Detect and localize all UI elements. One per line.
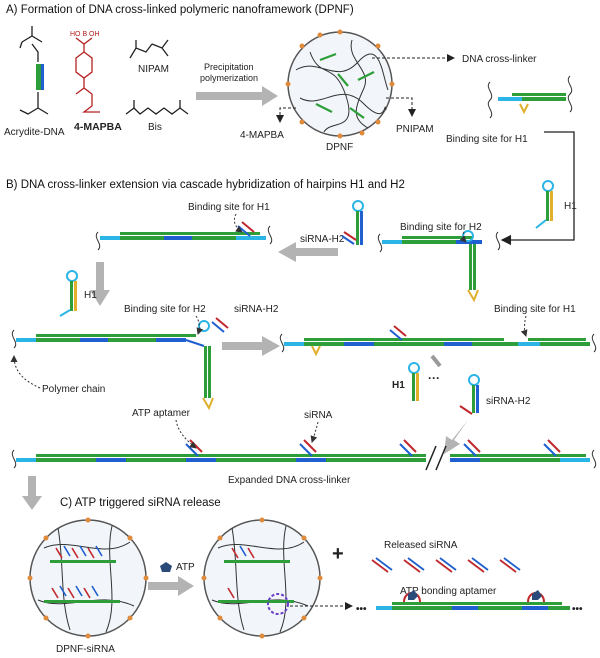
sirna-h2-lower-label: siRNA-H2 [486,396,531,407]
sirna-h2-top-label: siRNA-H2 [300,234,345,245]
reaction-arrow-b4 [444,420,468,454]
sirna-h2-hairpin-top [341,200,364,245]
atp-aptamer-pointer [175,419,197,449]
ellipsis-lower: ··· [428,371,440,385]
dpnf-particle [285,29,395,139]
process-label-line1: Precipitation [204,62,254,72]
dpnf-label: DPNF [326,142,353,153]
bis-label: Bis [148,122,162,133]
reaction-arrow-b-down [90,262,110,306]
expanded-crosslinker-label: Expanded DNA cross-linker [228,475,351,486]
released-particle [201,517,323,639]
polymer-chain-pointer [10,355,41,389]
atp-label: ATP [176,562,195,573]
strand-row2-right [279,325,597,357]
mapba-pointer-label: 4-MAPBA [240,130,284,141]
svg-text:•••: ••• [356,604,367,615]
reaction-arrow-b3 [430,354,442,368]
sirna-h2-hairpin-lower [459,374,480,415]
reaction-arrow-b1 [278,242,338,262]
nipam-structure [129,39,169,59]
atp-bound-strand: ••• ••• [356,590,583,615]
process-label-line2: polymerization [200,73,258,83]
svg-text:•••: ••• [572,604,583,615]
binding-h1-label-a: Binding site for H1 [446,134,528,145]
polymer-chain-label: Polymer chain [42,384,105,395]
mapba-pointer [276,107,296,123]
released-sirna-label: Released siRNA [384,540,458,551]
dna-crosslinker-label: DNA cross-linker [462,54,537,65]
expanded-crosslinker-strand [11,439,597,471]
nipam-label: NIPAM [138,64,169,75]
h1-lower-label: H1 [392,380,405,391]
strand-row1-left [95,221,273,251]
sirna-h2-mid-label: siRNA-H2 [234,304,279,315]
acrydite-dna-strand [36,64,41,90]
plus-sign: + [332,543,344,565]
section-c-title: C) ATP triggered siRNA release [60,497,221,509]
atp-aptamer-label: ATP aptamer [132,408,191,419]
strand-row1-right [377,230,501,303]
pnipam-label: PNIPAM [396,124,434,135]
released-sirna-set [371,557,521,573]
section-b-title: B) DNA cross-linker extension via cascad… [6,179,405,191]
reaction-arrow-b2 [222,336,280,356]
dpnf-sirna-label: DPNF-siRNA [56,644,115,655]
mapba-b-oh: HO B OH [70,31,100,38]
binding-h1-mid-pointer [520,315,528,337]
acrydite-dna-label: Acrydite-DNA [4,127,65,138]
section-a-title: A) Formation of DNA cross-linked polymer… [6,4,354,16]
h1-label-right: H1 [564,201,577,212]
binding-h2-top-label: Binding site for H2 [400,222,482,233]
acrydite-dna-structure [19,26,49,115]
reaction-arrow-b-to-c [22,476,42,510]
h1-hairpin-left [59,270,78,317]
h1-left-label: H1 [84,290,97,301]
strand-row2-left [11,317,229,411]
dpnf-sirna-particle [27,517,149,639]
binding-h1-top-label: Binding site for H1 [188,202,270,213]
binding-h2-mid-label: Binding site for H2 [124,304,206,315]
bis-structure [125,100,189,115]
mapba-structure [75,37,100,113]
acrydite-dna-strand-blue [41,64,44,90]
atp-molecule-icon [160,562,172,572]
binding-h2-mid-pointer [195,315,204,335]
binding-h1-top-pointer [233,213,243,233]
pnipam-pointer [386,97,416,117]
h1-hairpin-lower [408,362,420,401]
section-a-to-b-arrow [500,131,575,246]
h1-hairpin-right [535,180,554,229]
atp-bonding-aptamer-label: ATP bonding aptamer [400,586,497,597]
sirna-label: siRNA [304,410,333,421]
crosslinker-detail [487,75,573,119]
sirna-pointer [310,421,319,443]
atp-trigger-arrow [148,576,194,596]
binding-h2-top-pointer [459,231,467,243]
polymerization-arrow [196,86,278,106]
binding-h1-mid-label: Binding site for H1 [494,304,576,315]
mapba-label: 4-MAPBA [74,121,122,133]
